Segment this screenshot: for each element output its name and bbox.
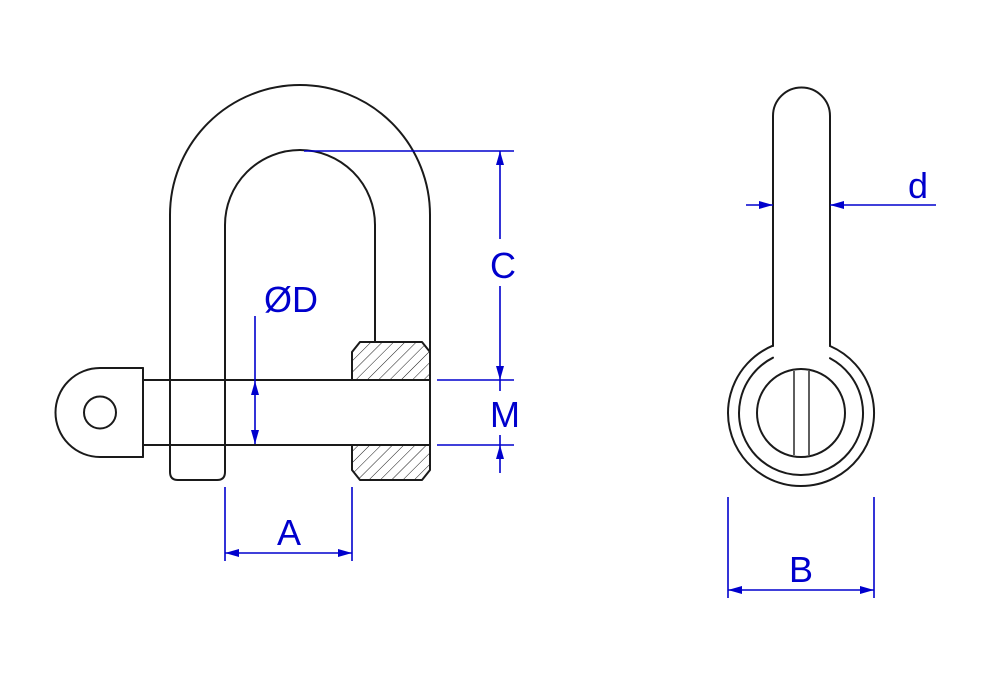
bow-inner-arc [224, 149, 376, 226]
label-mask-M [485, 391, 526, 435]
nut-section-bottom [351, 444, 431, 481]
dimension-label-A: A [277, 512, 301, 553]
arrow-B-right [860, 586, 874, 594]
dimension-label-B: B [789, 549, 813, 590]
arrow-C-bottom [496, 366, 504, 380]
arrow-d-right [830, 201, 844, 209]
dimension-label-d: d [908, 165, 928, 206]
pin-eye-hole [83, 395, 117, 430]
nut-section-top [351, 341, 431, 381]
pin-eye-head-outline [54, 367, 144, 458]
dimension-d: d [746, 165, 936, 209]
arrow-C-top [496, 151, 504, 165]
bow-outer-arc [169, 84, 431, 216]
eye-boss-ring [738, 356, 864, 476]
dimension-label-M: M [490, 394, 520, 435]
arrow-d-left [759, 201, 773, 209]
arrow-B-left [728, 586, 742, 594]
arrow-OD-top [251, 381, 259, 395]
eye-outer-circle [727, 344, 876, 487]
dimension-C: C [304, 150, 522, 381]
dimension-label-C: C [490, 245, 516, 286]
front-view [54, 84, 431, 481]
pin-shaft-outline [772, 86, 831, 347]
arrow-A-left [225, 549, 239, 557]
dimension-B: B [727, 497, 875, 598]
arrow-OD-bottom [251, 430, 259, 444]
arrow-M-bottom [496, 445, 504, 459]
dimension-A: A [224, 487, 353, 561]
dimension-label-OD: ØD [264, 279, 318, 320]
eye-hole-circle [756, 368, 846, 458]
left-leg-outline [169, 214, 226, 481]
side-view [727, 86, 876, 487]
arrow-A-right [338, 549, 352, 557]
dimension-OD: ØD [251, 279, 318, 444]
label-mask-C [484, 239, 522, 286]
dimension-M: M [437, 380, 526, 473]
